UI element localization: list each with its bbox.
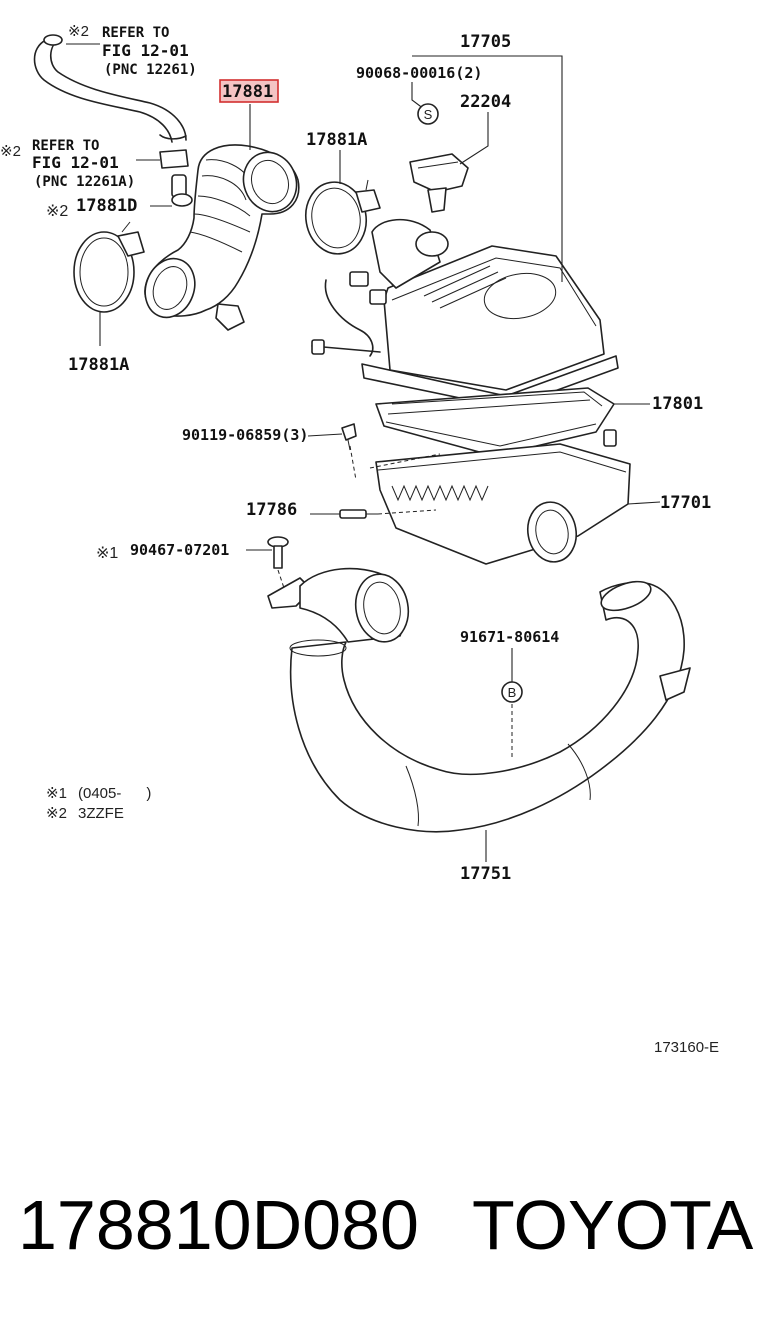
air-cleaner-cap-17705	[361, 218, 619, 409]
marker-s: S	[417, 103, 439, 125]
air-flow-meter-22204	[409, 153, 469, 213]
leader-lines	[66, 43, 661, 862]
svg-text:REFER TO: REFER TO	[32, 138, 99, 154]
svg-text:FIG 12-01: FIG 12-01	[32, 153, 119, 172]
bolt-90119	[341, 423, 357, 451]
label-90068: 90068-00016(2)	[356, 64, 482, 82]
svg-text:(0405- ): (0405- )	[78, 785, 151, 802]
ref-mark: ※2	[68, 23, 89, 40]
pcv-hose-upper	[33, 34, 187, 143]
label-17881d-mark: ※2	[46, 203, 68, 220]
svg-text:REFER TO: REFER TO	[102, 25, 169, 41]
marker-b: B	[501, 681, 523, 703]
svg-text:※1: ※1	[46, 785, 67, 802]
reference-note-1: ※2 REFER TO FIG 12-01 (PNC 12261)	[68, 23, 197, 78]
label-90119: 90119-06859(3)	[182, 426, 308, 444]
label-17701: 17701	[660, 493, 711, 513]
label-17786: 17786	[246, 500, 297, 520]
hose-clip-small	[159, 149, 193, 207]
svg-text:S: S	[424, 107, 433, 122]
pin-17786	[339, 509, 378, 519]
label-22204: 22204	[460, 92, 511, 112]
air-cleaner-case-17701	[375, 429, 631, 565]
intake-pipe-17751	[267, 567, 691, 833]
wire-harness	[311, 271, 387, 357]
figure-code: 173160-E	[654, 1039, 719, 1056]
part-number: 178810D080	[18, 1186, 419, 1264]
reference-note-2: ※2 REFER TO FIG 12-01 (PNC 12261A)	[0, 138, 135, 190]
label-90467: 90467-07201	[130, 541, 229, 559]
intake-hose-17881	[144, 144, 300, 331]
label-17705: 17705	[460, 32, 511, 52]
label-17751: 17751	[460, 864, 511, 884]
svg-text:B: B	[508, 685, 517, 700]
svg-text:(PNC 12261): (PNC 12261)	[104, 62, 197, 78]
brand-name: TOYOTA	[472, 1186, 754, 1264]
svg-text:3ZZFE: 3ZZFE	[78, 805, 124, 822]
svg-text:※2: ※2	[46, 805, 67, 822]
highlight-box-17881	[219, 79, 279, 103]
label-90467-mark: ※1	[96, 545, 118, 562]
hose-clamp-left-17881a	[73, 221, 145, 313]
svg-text:(PNC 12261A): (PNC 12261A)	[34, 174, 135, 190]
ref-mark: ※2	[0, 143, 21, 160]
label-91671: 91671-80614	[460, 628, 559, 646]
label-17881d: 17881D	[76, 196, 137, 216]
label-17881: 17881	[222, 82, 273, 102]
footnotes: ※1 (0405- ) ※2 3ZZFE	[46, 785, 151, 822]
bolt-90467	[267, 536, 289, 569]
svg-text:FIG 12-01: FIG 12-01	[102, 41, 189, 60]
air-filter-element-17801	[375, 387, 615, 457]
label-17881a-left: 17881A	[68, 355, 129, 375]
hose-clamp-top-17881a	[305, 179, 381, 255]
label-17801: 17801	[652, 394, 703, 414]
label-17881a-top: 17881A	[306, 130, 367, 150]
